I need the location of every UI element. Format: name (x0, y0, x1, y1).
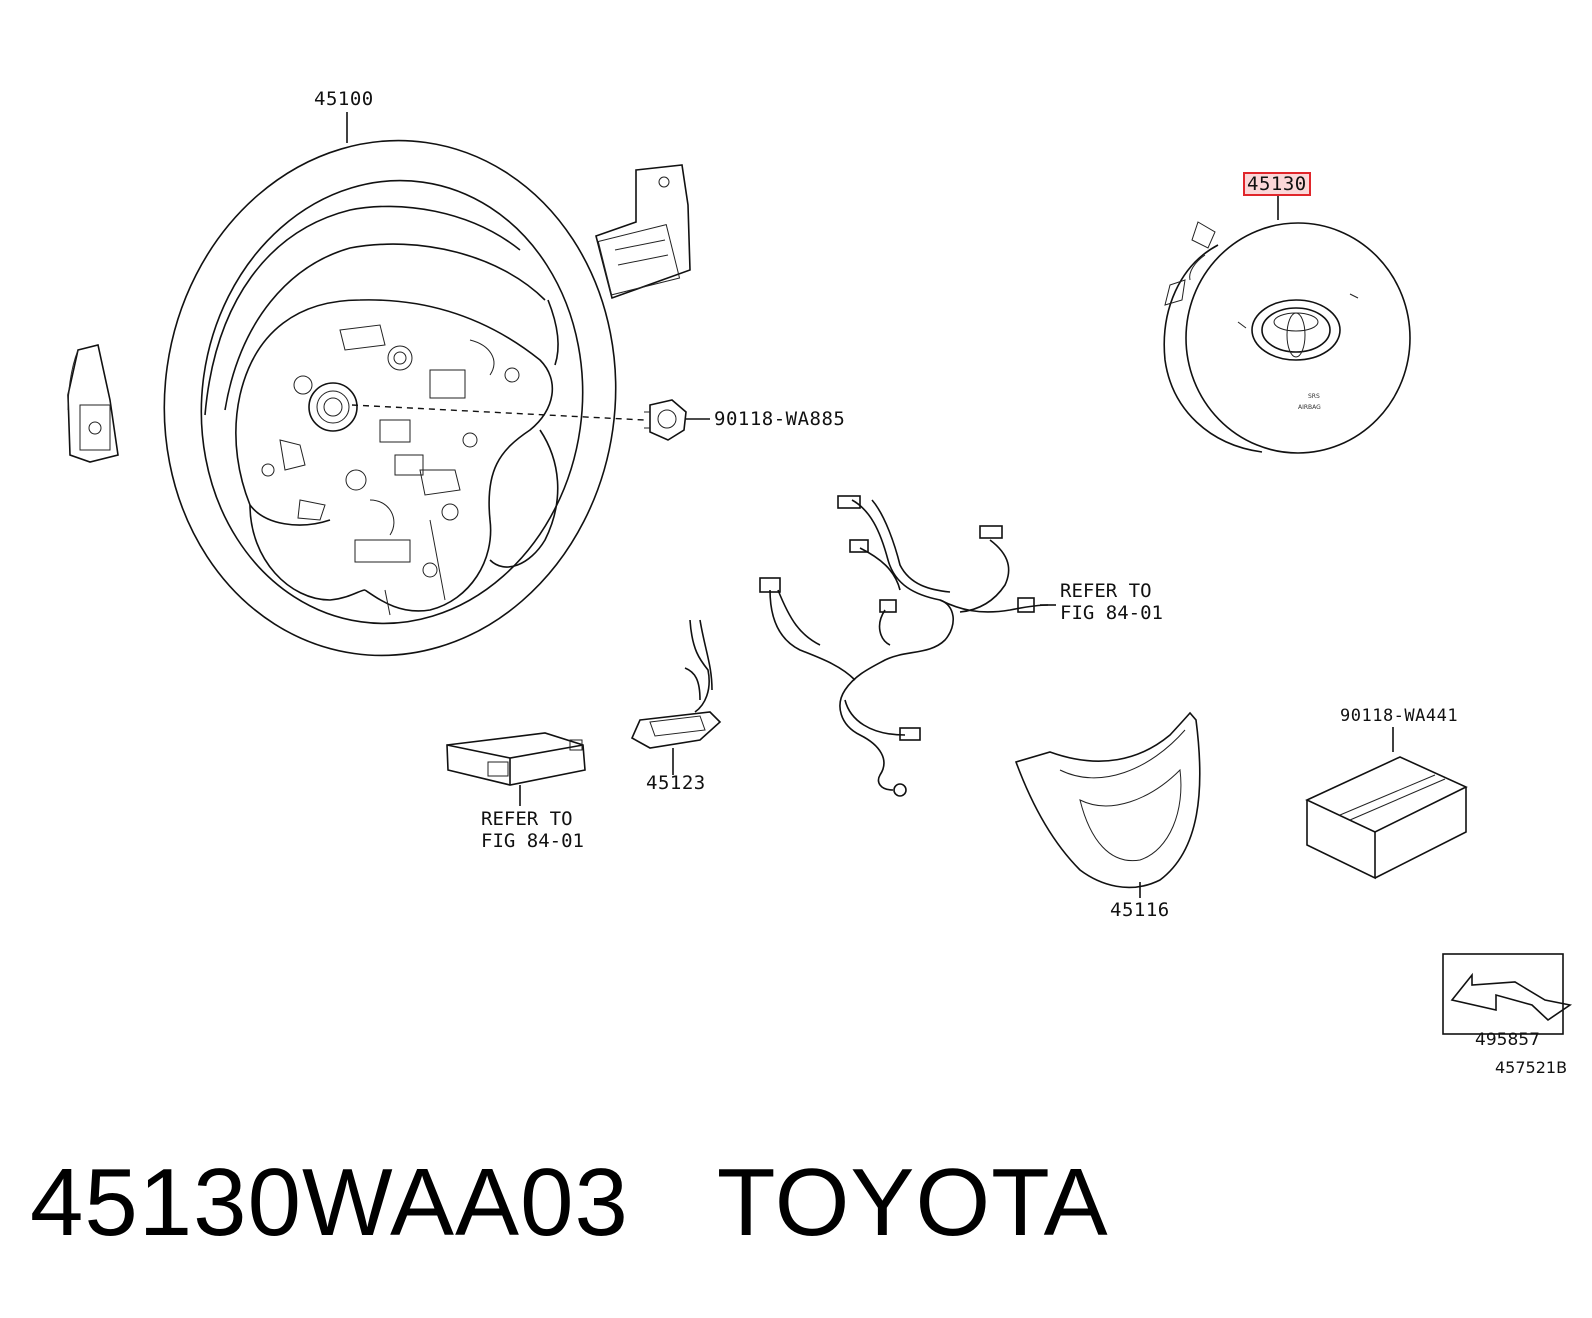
cover-label[interactable]: 45116 (1110, 899, 1170, 921)
steering-wheel-drawing (163, 112, 617, 657)
figure-code-label: 457521B (1495, 1058, 1568, 1077)
caption: 45130WAA03 TOYOTA (30, 1148, 1109, 1258)
bolt-label[interactable]: 90118-WA885 (714, 408, 846, 430)
airbag-drawing: SRS AIRBAG (1163, 194, 1411, 454)
bolt-drawing (351, 399, 710, 441)
module-reference-line1: REFER TO (481, 808, 573, 830)
switch-drawing (630, 619, 722, 775)
left-paddle-drawing (67, 344, 119, 463)
airbag-label-highlighted[interactable]: 45130 (1243, 172, 1311, 196)
module-reference: REFER TO FIG 84-01 (481, 808, 584, 852)
harness-reference: REFER TO FIG 84-01 (1060, 580, 1163, 624)
arrow-reference-drawing (1442, 953, 1573, 1035)
svg-text:SRS: SRS (1308, 393, 1320, 400)
caption-part-number: 45130WAA03 (30, 1149, 629, 1256)
kit-box-drawing (1305, 727, 1468, 880)
switch-label[interactable]: 45123 (646, 772, 706, 794)
harness-reference-line2: FIG 84-01 (1060, 602, 1163, 624)
wiring-harness-drawing (759, 495, 1056, 797)
module-reference-line2: FIG 84-01 (481, 830, 584, 852)
svg-text:AIRBAG: AIRBAG (1298, 404, 1321, 411)
caption-brand: TOYOTA (716, 1149, 1109, 1256)
arrow-reference-label: 495857 (1475, 1030, 1540, 1050)
cover-drawing (1014, 711, 1201, 898)
right-paddle-drawing (595, 164, 691, 300)
steering-wheel-label[interactable]: 45100 (314, 88, 374, 110)
harness-reference-line1: REFER TO (1060, 580, 1152, 602)
module-drawing (446, 732, 586, 806)
kit-label[interactable]: 90118-WA441 (1340, 706, 1459, 726)
